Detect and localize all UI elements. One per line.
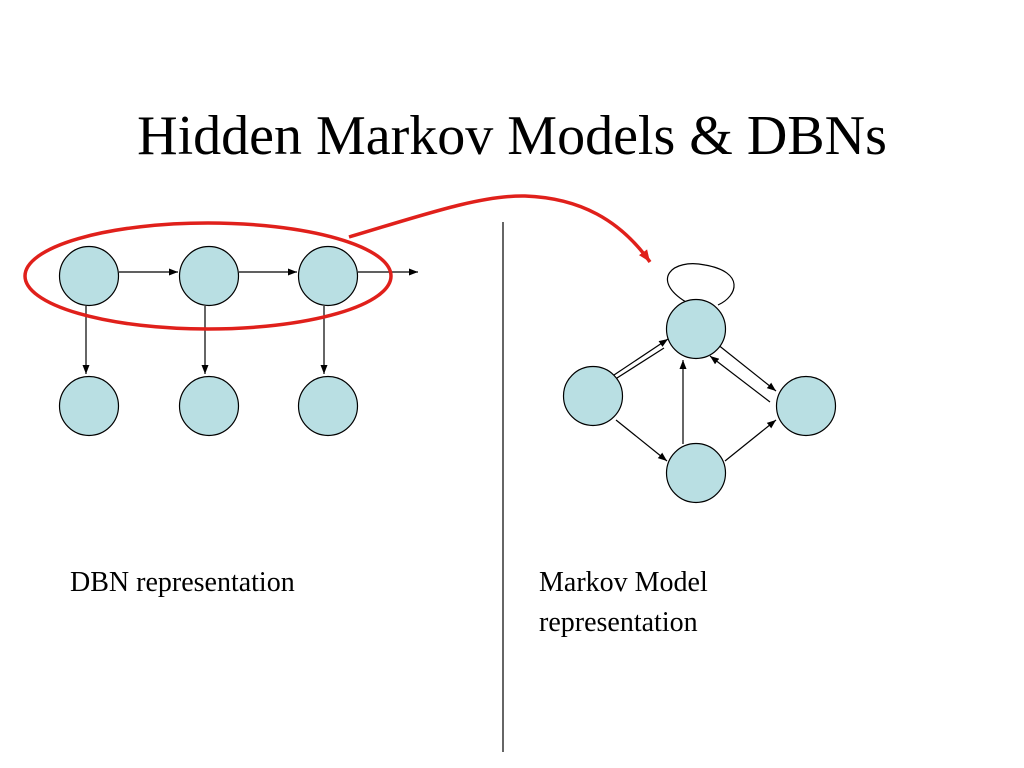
markov-edge-left-to-bottom xyxy=(615,419,668,462)
dbn-observed-node-1 xyxy=(58,375,120,437)
dbn-hidden-node-1 xyxy=(58,245,120,307)
markov-node-right xyxy=(775,375,837,437)
highlight-curve-arrow xyxy=(348,194,652,264)
markov-edge-top-to-right xyxy=(716,343,777,392)
markov-caption-line-2: representation xyxy=(539,607,698,638)
dbn-observed-node-2 xyxy=(178,375,240,437)
dbn-observed-node-3 xyxy=(297,375,359,437)
markov-caption-line-1: Markov Model xyxy=(539,567,708,598)
dbn-hidden-node-3 xyxy=(297,245,359,307)
markov-node-top xyxy=(665,298,727,360)
markov-edge-right-to-top xyxy=(709,355,771,403)
dbn-caption: DBN representation xyxy=(70,567,295,598)
highlight-ellipse xyxy=(23,221,393,331)
markov-node-left xyxy=(562,365,624,427)
slide-title: Hidden Markov Models & DBNs xyxy=(137,105,887,167)
dbn-hidden-node-2 xyxy=(178,245,240,307)
markov-self-loop xyxy=(666,263,735,310)
markov-caption: Markov Model representation xyxy=(539,563,799,643)
markov-edge-bottom-to-right xyxy=(724,419,777,462)
markov-node-bottom xyxy=(665,442,727,504)
markov-edge-left-to-top xyxy=(613,338,669,376)
